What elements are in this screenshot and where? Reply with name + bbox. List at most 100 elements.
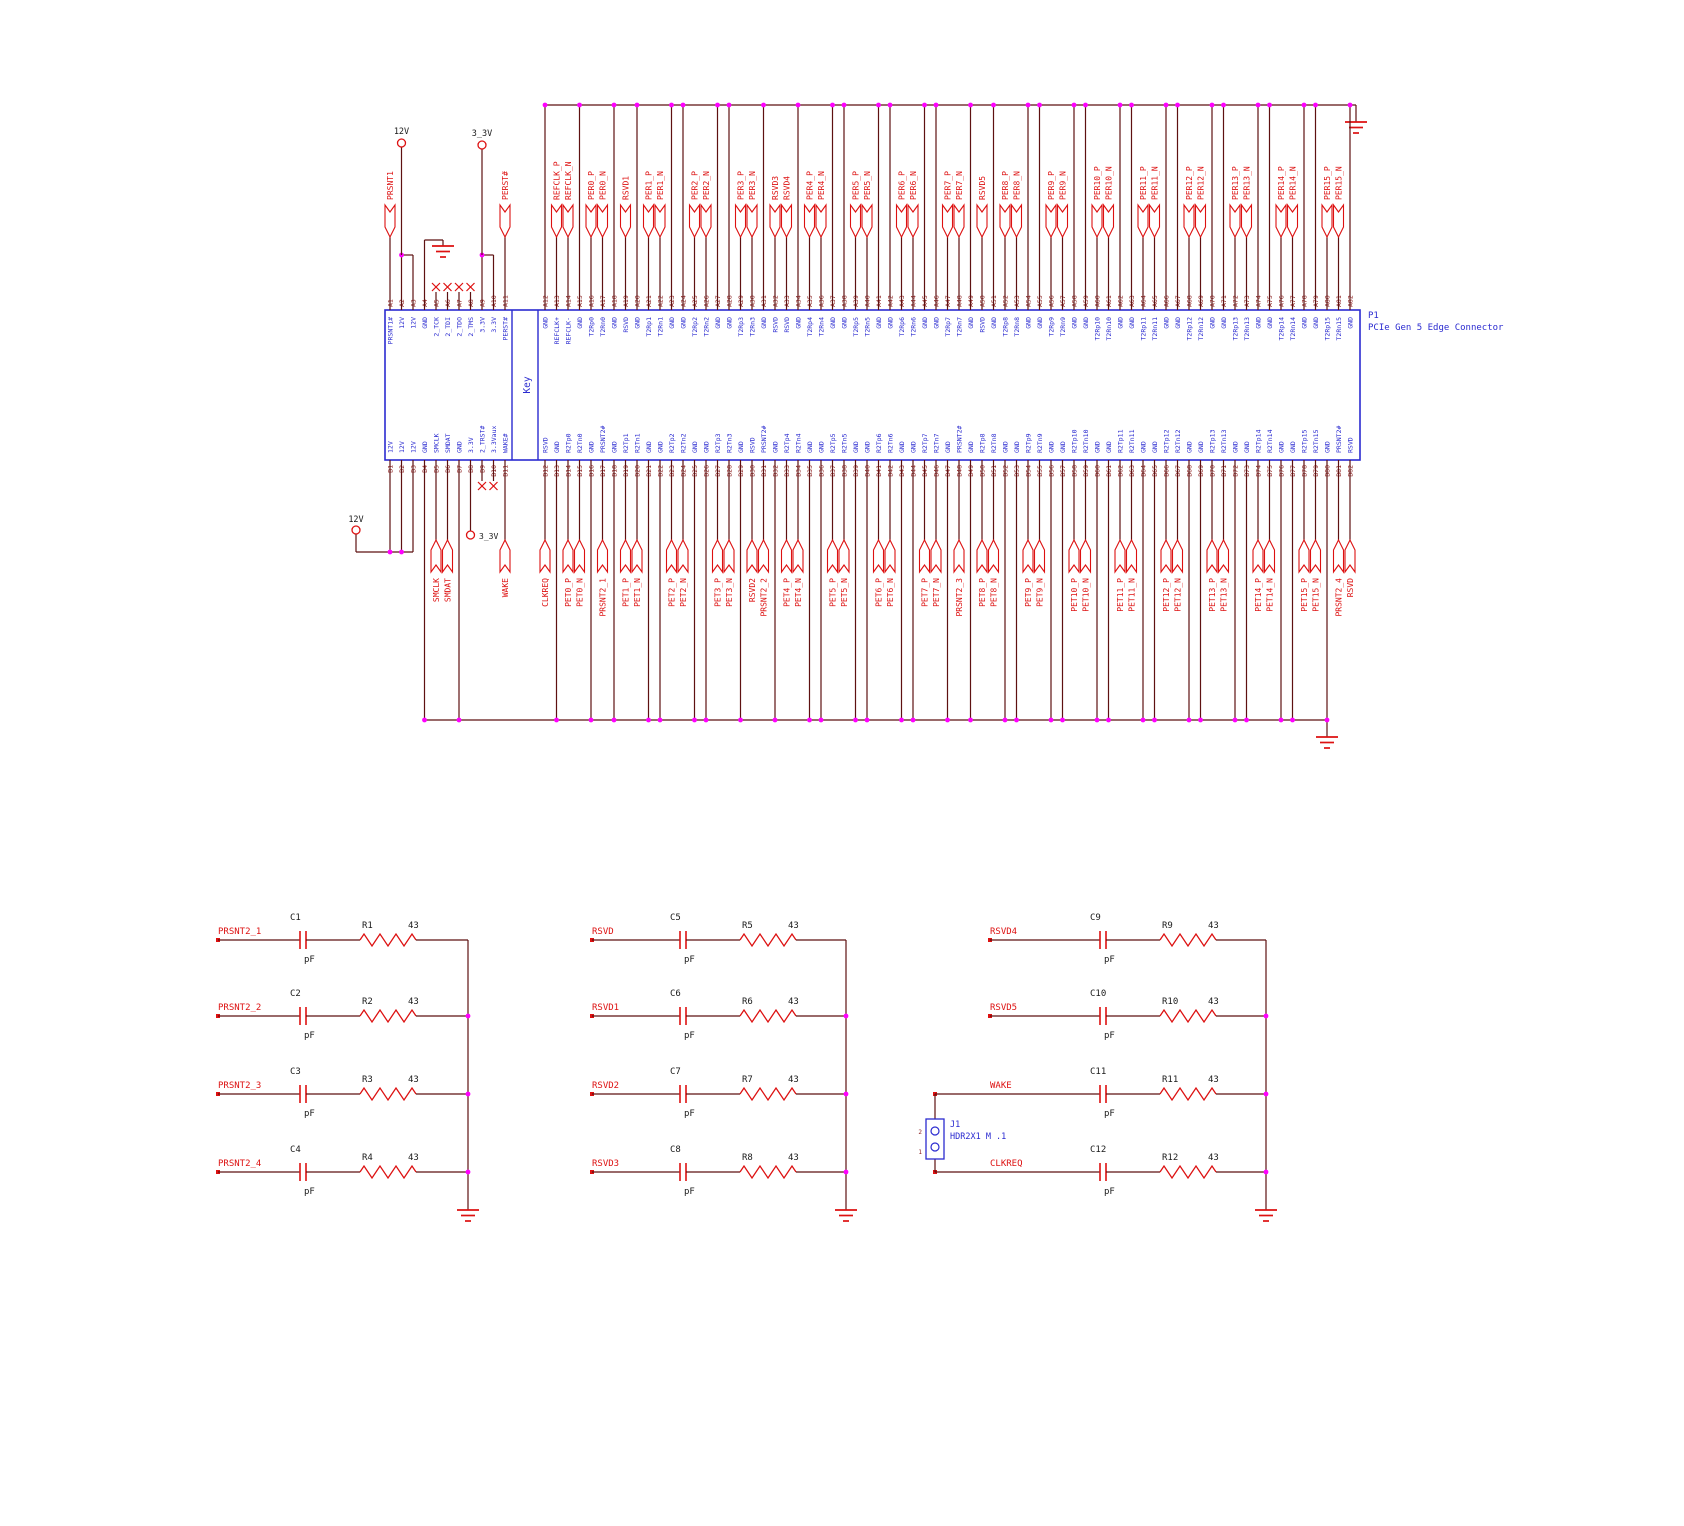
offpage-flag-RSVD3[interactable] xyxy=(769,203,781,239)
offpage-flag-PER7_P[interactable] xyxy=(941,203,954,239)
capacitor-C5[interactable] xyxy=(679,931,687,949)
offpage-flag-PER0_P[interactable] xyxy=(585,203,597,239)
offpage-flag-PER0_N[interactable] xyxy=(596,203,609,239)
connector-body[interactable] xyxy=(384,309,1361,461)
resistor-R10[interactable] xyxy=(1159,1008,1217,1024)
offpage-flag-PER9_N[interactable] xyxy=(1056,203,1069,239)
resistor-R5[interactable] xyxy=(739,932,797,948)
offpage-flag-PER14_P[interactable] xyxy=(1275,203,1287,239)
offpage-flag-PET13_P[interactable] xyxy=(1206,538,1218,574)
offpage-flag-PET9_N[interactable] xyxy=(1033,538,1046,574)
capacitor-C11[interactable] xyxy=(1099,1085,1107,1103)
capacitor-C12[interactable] xyxy=(1099,1163,1107,1181)
offpage-flag-PER3_N[interactable] xyxy=(746,203,758,239)
offpage-flag-PET15_N[interactable] xyxy=(1309,538,1322,574)
offpage-flag-PET7_N[interactable] xyxy=(930,538,942,574)
offpage-flag-PET9_P[interactable] xyxy=(1022,538,1034,574)
offpage-flag-PET5_P[interactable] xyxy=(826,538,839,574)
offpage-flag-PER13_N[interactable] xyxy=(1240,203,1253,239)
capacitor-C2[interactable] xyxy=(299,1007,307,1025)
offpage-flag-PER6_P[interactable] xyxy=(895,203,908,239)
offpage-flag-PER7_N[interactable] xyxy=(953,203,965,239)
offpage-flag-PER15_P[interactable] xyxy=(1321,203,1333,239)
resistor-R8[interactable] xyxy=(739,1164,797,1180)
offpage-flag-PRSNT2_3[interactable] xyxy=(953,538,965,574)
offpage-flag-PER1_P[interactable] xyxy=(642,203,655,239)
offpage-flag-RSVD[interactable] xyxy=(1344,538,1356,574)
offpage-flag-PER2_P[interactable] xyxy=(688,203,701,239)
offpage-flag-PET7_P[interactable] xyxy=(918,538,931,574)
offpage-flag-PET1_N[interactable] xyxy=(631,538,643,574)
offpage-flag-PET8_N[interactable] xyxy=(987,538,1000,574)
offpage-flag-RSVD2[interactable] xyxy=(746,538,758,574)
resistor-R4[interactable] xyxy=(359,1164,417,1180)
offpage-flag-PRSNT2_2[interactable] xyxy=(757,538,770,574)
offpage-flag-PER11_P[interactable] xyxy=(1137,203,1149,239)
offpage-flag-PER8_P[interactable] xyxy=(999,203,1011,239)
offpage-flag-PER5_P[interactable] xyxy=(849,203,862,239)
resistor-R9[interactable] xyxy=(1159,932,1217,948)
offpage-flag-PER3_P[interactable] xyxy=(734,203,747,239)
offpage-flag-SMCLK[interactable] xyxy=(430,538,442,574)
offpage-flag-PER6_N[interactable] xyxy=(907,203,919,239)
capacitor-C3[interactable] xyxy=(299,1085,307,1103)
offpage-flag-PRSNT2_4[interactable] xyxy=(1332,538,1345,574)
offpage-flag-PER14_N[interactable] xyxy=(1286,203,1299,239)
offpage-flag-PER15_N[interactable] xyxy=(1332,203,1345,239)
offpage-flag-PET4_N[interactable] xyxy=(792,538,804,574)
offpage-flag-PER11_N[interactable] xyxy=(1148,203,1161,239)
offpage-flag-PER9_P[interactable] xyxy=(1045,203,1057,239)
offpage-flag-PET3_P[interactable] xyxy=(711,538,724,574)
offpage-flag-PERST#[interactable] xyxy=(499,203,511,239)
resistor-R6[interactable] xyxy=(739,1008,797,1024)
offpage-flag-PET12_N[interactable] xyxy=(1171,538,1184,574)
resistor-R1[interactable] xyxy=(359,932,417,948)
resistor-R2[interactable] xyxy=(359,1008,417,1024)
offpage-flag-WAKE[interactable] xyxy=(499,538,511,574)
offpage-flag-PRSNT2_1[interactable] xyxy=(596,538,609,574)
offpage-flag-PER8_N[interactable] xyxy=(1010,203,1023,239)
offpage-flag-PER10_P[interactable] xyxy=(1091,203,1103,239)
offpage-flag-PER10_N[interactable] xyxy=(1102,203,1115,239)
offpage-flag-PET1_P[interactable] xyxy=(619,538,632,574)
offpage-flag-PET2_N[interactable] xyxy=(677,538,689,574)
offpage-flag-PER12_P[interactable] xyxy=(1183,203,1195,239)
offpage-flag-PET2_P[interactable] xyxy=(665,538,678,574)
offpage-flag-PRSNT1[interactable] xyxy=(384,203,396,239)
offpage-flag-PET8_P[interactable] xyxy=(976,538,988,574)
capacitor-C8[interactable] xyxy=(679,1163,687,1181)
resistor-R11[interactable] xyxy=(1159,1086,1217,1102)
offpage-flag-REFCLK_N[interactable] xyxy=(562,203,574,239)
capacitor-C1[interactable] xyxy=(299,931,307,949)
offpage-flag-PET5_N[interactable] xyxy=(838,538,850,574)
offpage-flag-PET14_N[interactable] xyxy=(1263,538,1276,574)
offpage-flag-RSVD4[interactable] xyxy=(780,203,793,239)
offpage-flag-PET6_N[interactable] xyxy=(884,538,896,574)
offpage-flag-PET6_P[interactable] xyxy=(872,538,885,574)
offpage-flag-PET0_N[interactable] xyxy=(573,538,586,574)
offpage-flag-PET11_N[interactable] xyxy=(1125,538,1138,574)
capacitor-C4[interactable] xyxy=(299,1163,307,1181)
capacitor-C7[interactable] xyxy=(679,1085,687,1103)
offpage-flag-PER1_N[interactable] xyxy=(654,203,666,239)
resistor-R12[interactable] xyxy=(1159,1164,1217,1180)
header-j1[interactable] xyxy=(925,1118,945,1160)
offpage-flag-RSVD1[interactable] xyxy=(619,203,632,239)
offpage-flag-PET0_P[interactable] xyxy=(562,538,574,574)
offpage-flag-PET15_P[interactable] xyxy=(1298,538,1310,574)
offpage-flag-PET14_P[interactable] xyxy=(1252,538,1264,574)
offpage-flag-SMDAT[interactable] xyxy=(441,538,454,574)
capacitor-C6[interactable] xyxy=(679,1007,687,1025)
offpage-flag-PER12_N[interactable] xyxy=(1194,203,1207,239)
resistor-R7[interactable] xyxy=(739,1086,797,1102)
offpage-flag-PET3_N[interactable] xyxy=(723,538,735,574)
offpage-flag-REFCLK_P[interactable] xyxy=(550,203,563,239)
offpage-flag-PET12_P[interactable] xyxy=(1160,538,1172,574)
offpage-flag-PER4_P[interactable] xyxy=(803,203,816,239)
offpage-flag-PET4_P[interactable] xyxy=(780,538,793,574)
offpage-flag-PER13_P[interactable] xyxy=(1229,203,1241,239)
offpage-flag-PET10_P[interactable] xyxy=(1068,538,1080,574)
offpage-flag-PER2_N[interactable] xyxy=(700,203,712,239)
offpage-flag-CLKREQ[interactable] xyxy=(539,538,551,574)
offpage-flag-PER5_N[interactable] xyxy=(861,203,873,239)
